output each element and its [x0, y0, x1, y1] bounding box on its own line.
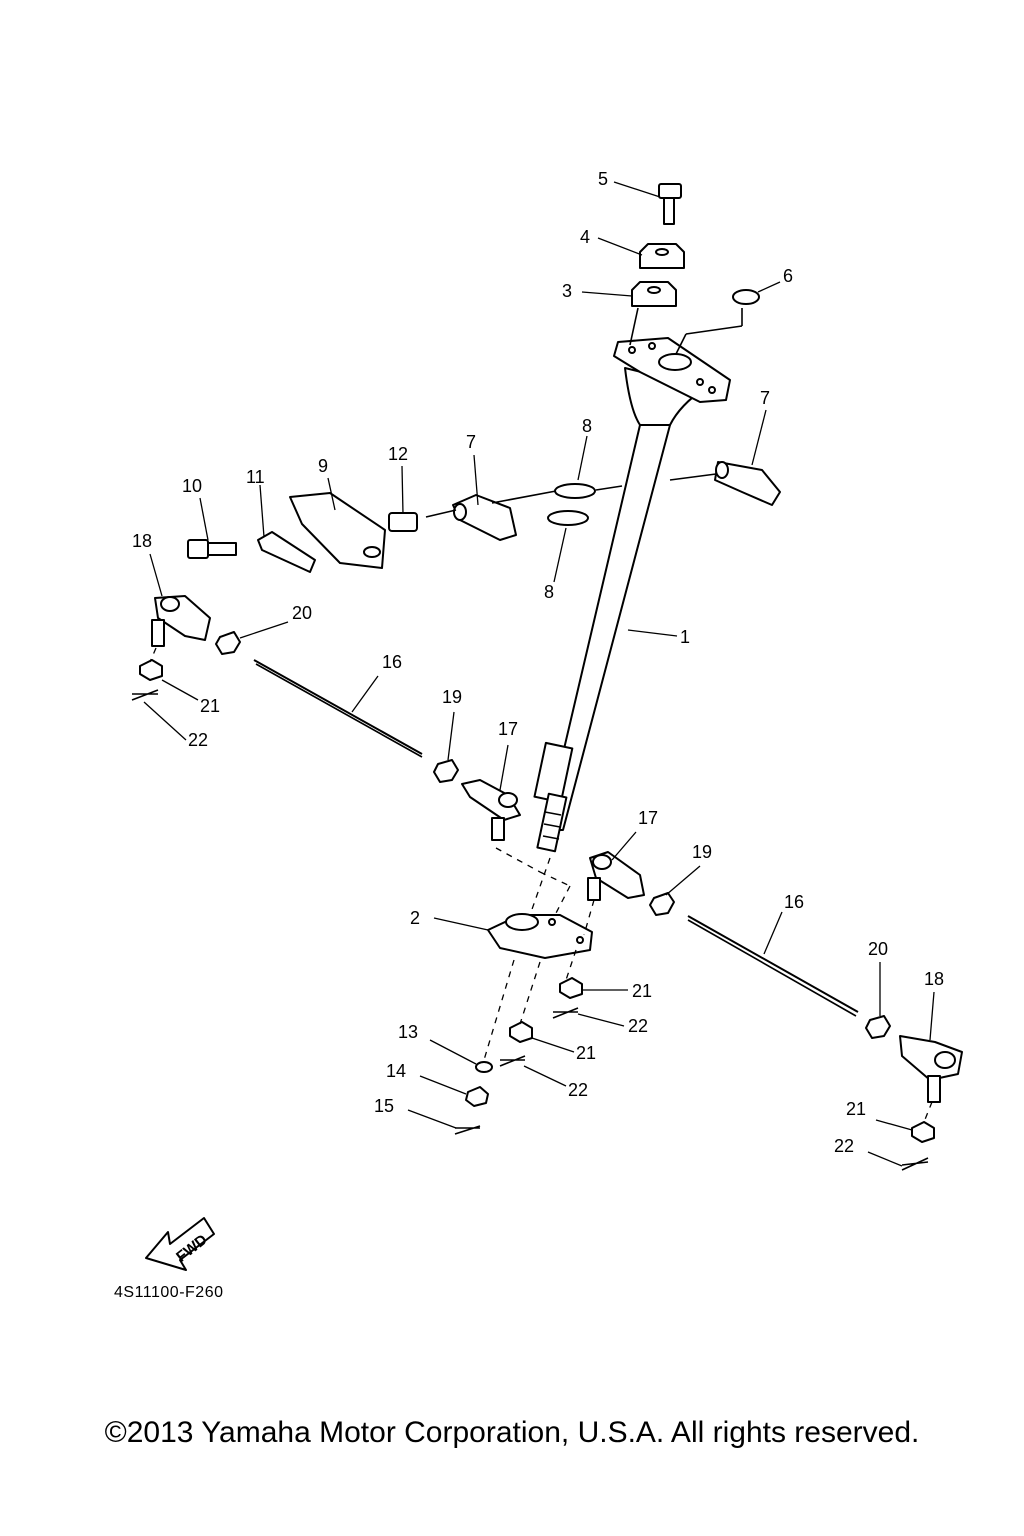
- washer-part-13: [475, 1061, 493, 1073]
- callout-15: 15: [374, 1096, 394, 1116]
- callout-4: 4: [580, 227, 590, 247]
- nut-part-20-left: [215, 631, 241, 655]
- nut-part-20-right: [865, 1015, 891, 1039]
- nut-part-19-left: [433, 759, 459, 783]
- callout-21-b: 21: [632, 981, 652, 1001]
- tie-rod-left-part: [253, 659, 423, 758]
- callout-6: 6: [783, 266, 793, 286]
- callout-3: 3: [562, 281, 572, 301]
- callout-22-d: 22: [834, 1136, 854, 1156]
- callout-16-right: 16: [784, 892, 804, 912]
- nut-part-19-right: [649, 892, 675, 916]
- castle-nut-21-c: [509, 1021, 533, 1043]
- callout-18-left: 18: [132, 531, 152, 551]
- callout-7-right: 7: [760, 388, 770, 408]
- callout-22-b: 22: [628, 1016, 648, 1036]
- castle-nut-21-b: [559, 977, 583, 999]
- lock-washer-part: [257, 531, 316, 573]
- cotter-pin-22-a: [131, 689, 159, 701]
- circlip-lower-part: [547, 510, 589, 526]
- callout-22-a: 22: [188, 730, 208, 750]
- callout-20-right: 20: [868, 939, 888, 959]
- diagram-part-code: 4S11100-F260: [114, 1284, 223, 1301]
- holder-lower-part: [631, 281, 677, 307]
- callout-2: 2: [410, 908, 420, 928]
- lower-arm-part: [487, 913, 593, 959]
- callout-22-c: 22: [568, 1080, 588, 1100]
- callout-17-left: 17: [498, 719, 518, 739]
- tie-rod-right-part: [687, 915, 859, 1017]
- callout-12: 12: [388, 444, 408, 464]
- callout-9: 9: [318, 456, 328, 476]
- fwd-arrow-icon: FWD: [145, 1217, 215, 1271]
- cotter-pin-22-b: [552, 1007, 579, 1019]
- assembly-lines: [149, 307, 933, 1123]
- cotter-pin-22-c: [499, 1055, 526, 1067]
- collar-right-part: [714, 461, 781, 506]
- tie-rod-end-left-part: [461, 779, 521, 841]
- tie-rod-end-outer-left-part: [151, 595, 211, 647]
- callout-20-left: 20: [292, 603, 312, 623]
- circlip-upper-part: [554, 483, 596, 499]
- callout-19-left: 19: [442, 687, 462, 707]
- callout-16-left: 16: [382, 652, 402, 672]
- bolt-part-10: [187, 539, 237, 559]
- collar-part-12: [388, 512, 418, 532]
- callout-8-lower: 8: [544, 582, 554, 602]
- cotter-pin-22-d: [901, 1157, 929, 1171]
- bolt-part-5: [658, 183, 682, 225]
- castle-nut-21-a: [139, 659, 163, 681]
- callout-labels: 1 2 3 4 5 6 7 7 8 8 9 10 11 12 13 14 15 …: [132, 169, 944, 1156]
- callout-11: 11: [246, 467, 265, 487]
- callout-13: 13: [398, 1022, 418, 1042]
- cap-part: [732, 289, 760, 305]
- callout-21-d: 21: [846, 1099, 866, 1119]
- tie-rod-end-outer-right-part: [899, 1035, 963, 1103]
- steering-top-plate: [613, 337, 731, 403]
- callout-10: 10: [182, 476, 202, 496]
- callout-8-upper: 8: [582, 416, 592, 436]
- callout-21-c: 21: [576, 1043, 596, 1063]
- callout-17-right: 17: [638, 808, 658, 828]
- callout-5: 5: [598, 169, 608, 189]
- cotter-pin-part-15: [454, 1125, 481, 1135]
- callout-1: 1: [680, 627, 690, 647]
- bracket-plate-part: [289, 492, 386, 569]
- callout-19-right: 19: [692, 842, 712, 862]
- leader-lines: [143, 181, 935, 1167]
- castle-nut-21-d: [911, 1121, 935, 1143]
- collar-left-part: [452, 494, 517, 541]
- nut-part-14: [465, 1086, 489, 1107]
- steering-column-part: [533, 367, 706, 853]
- callout-14: 14: [386, 1061, 406, 1081]
- copyright-notice: ©2013 Yamaha Motor Corporation, U.S.A. A…: [104, 1416, 920, 1449]
- callout-18-right: 18: [924, 969, 944, 989]
- callout-21-a: 21: [200, 696, 220, 716]
- holder-upper-part: [639, 243, 685, 269]
- callout-7-left: 7: [466, 432, 476, 452]
- tie-rod-end-right-part: [587, 851, 645, 901]
